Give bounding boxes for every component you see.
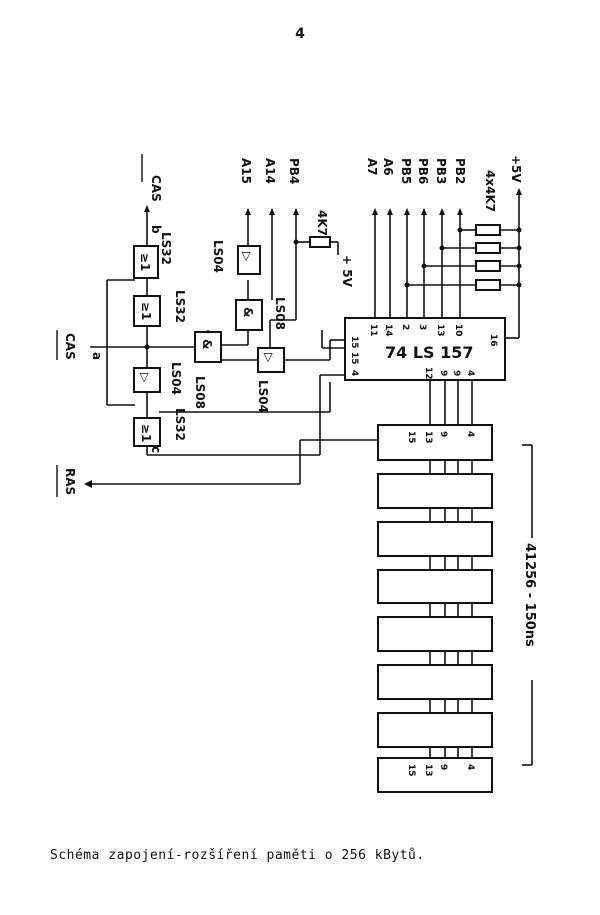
junction-dots xyxy=(144,227,522,350)
mux-pin-11: 11 xyxy=(368,324,378,337)
node-b-label: b xyxy=(149,225,163,234)
ram-chip-8-pin-9: 9 xyxy=(438,764,448,770)
mux-74ls157: 74 LS 157 11 14 2 3 13 10 16 15 15 4 12 … xyxy=(344,317,506,381)
gate-ls04-b-symbol: ▷ xyxy=(262,353,276,363)
mux-pin-2: 2 xyxy=(400,324,410,330)
ram-chip-1-pin-9: 9 xyxy=(438,431,448,437)
gate-ls32-top-symbol: ≥1 xyxy=(138,253,152,271)
label-resnet: 4x4K7 xyxy=(483,170,497,212)
gate-ls32-top: ≥1 LS32 xyxy=(133,232,173,279)
ram-label: 41256 - 150ns xyxy=(522,543,537,647)
gate-ls04-b-label: LS04 xyxy=(256,380,270,413)
gate-ls32-mid-label: LS32 xyxy=(173,290,187,323)
mux-pin-out-4: 4 xyxy=(465,370,475,376)
gate-ls32-mid-symbol: ≥1 xyxy=(139,302,153,320)
gate-ls08-a: & LS08 xyxy=(235,297,287,331)
page-number: 4 xyxy=(295,26,305,42)
label-4k7: 4K7 xyxy=(315,210,329,236)
figure-caption: Schéma zapojení-rozšíření paměti o 256 k… xyxy=(50,848,425,863)
mux-pin-out-9b: 9 xyxy=(451,370,461,376)
ram-chip-7 xyxy=(377,712,493,748)
ram-chip-1 xyxy=(377,424,493,461)
mux-pin-out-12: 12 xyxy=(423,367,433,380)
label-a15: A15 xyxy=(239,158,253,184)
label-cas-top: CAS xyxy=(149,175,163,202)
label-pb2: PB2 xyxy=(453,158,467,184)
ram-bracket: 41256 - 150ns xyxy=(522,444,537,766)
label-cas-mid: CAS xyxy=(63,333,77,360)
label-a6: A6 xyxy=(381,158,395,176)
mux-pin-14: 14 xyxy=(383,324,393,337)
gate-ls08-a-label: LS08 xyxy=(273,297,287,330)
gate-ls04-c-symbol: ▷ xyxy=(138,373,152,383)
label-vcc-pullup: + 5V xyxy=(340,255,354,288)
mux-name: 74 LS 157 xyxy=(385,343,474,362)
label-pb3: PB3 xyxy=(434,158,448,184)
gate-ls08-b: & LS08 xyxy=(193,331,222,409)
resistor-network xyxy=(475,224,501,291)
ram-chip-8 xyxy=(377,757,493,793)
node-c-label: c xyxy=(149,446,163,453)
ram-chip-6 xyxy=(377,664,493,700)
mux-pin-13: 13 xyxy=(435,324,445,337)
gate-ls08-a-symbol: & xyxy=(241,307,255,317)
ram-chip-5 xyxy=(377,616,493,652)
mux-pin-10: 10 xyxy=(453,324,463,337)
label-ras: RAS xyxy=(63,468,77,495)
label-a7: A7 xyxy=(365,158,379,176)
ram-chip-8-pin-15: 15 xyxy=(406,764,416,777)
gate-ls32-bot: ≥1 LS32 xyxy=(133,408,187,447)
gate-ls04-c-label: LS04 xyxy=(169,362,183,395)
gate-ls32-top-label: LS32 xyxy=(159,232,173,265)
ram-chip-4 xyxy=(377,569,493,604)
ram-chip-8-pin-13: 13 xyxy=(423,764,433,777)
gate-ls08-b-symbol: & xyxy=(200,339,214,349)
gate-ls32-bot-symbol: ≥1 xyxy=(139,424,153,442)
label-a14: A14 xyxy=(263,158,277,184)
gate-ls04-c: ▷ LS04 xyxy=(133,362,183,395)
node-a-label: a xyxy=(90,352,104,360)
gate-ls04-a-label: LS04 xyxy=(211,240,225,273)
label-pb4: PB4 xyxy=(287,158,301,184)
ram-chip-3 xyxy=(377,521,493,557)
gate-ls08-b-label: LS08 xyxy=(193,376,207,409)
label-pb5: PB5 xyxy=(399,158,413,184)
label-vcc-top: +5V xyxy=(509,155,523,183)
ram-chip-2 xyxy=(377,473,493,509)
mux-pin-16: 16 xyxy=(488,334,498,347)
mux-pin-3: 3 xyxy=(417,324,427,330)
mux-pin-left-1: 15 xyxy=(349,336,359,349)
ram-chip-1-pin-15: 15 xyxy=(406,431,416,444)
mux-pin-left-3: 4 xyxy=(349,370,359,376)
mux-pin-left-2: 15 xyxy=(349,352,359,365)
ram-chip-1-pin-4: 4 xyxy=(465,431,475,437)
mux-pin-out-9a: 9 xyxy=(438,370,448,376)
wires xyxy=(90,195,520,758)
input-arrows xyxy=(84,188,522,488)
gate-ls32-bot-label: LS32 xyxy=(173,408,187,441)
gate-ls04-a-symbol: ▷ xyxy=(240,252,254,262)
pullup-resistor-4k7: 4K7 + 5V xyxy=(309,210,354,288)
gate-ls04-a: ▷ LS04 xyxy=(211,240,261,275)
ram-chip-1-pin-13: 13 xyxy=(423,431,433,444)
label-pb6: PB6 xyxy=(416,158,430,184)
gate-ls32-mid: ≥1 LS32 xyxy=(133,290,187,327)
ram-bank: 15 13 9 4 15 13 9 4 xyxy=(377,424,493,793)
ram-bus-stubs xyxy=(429,460,473,758)
gate-ls04-b: ▷ LS04 xyxy=(256,347,285,413)
input-labels: CAS A15 A14 PB4 A7 A6 PB5 PB6 PB3 PB2 4x… xyxy=(141,154,523,212)
ram-chip-8-pin-4: 4 xyxy=(465,764,475,770)
